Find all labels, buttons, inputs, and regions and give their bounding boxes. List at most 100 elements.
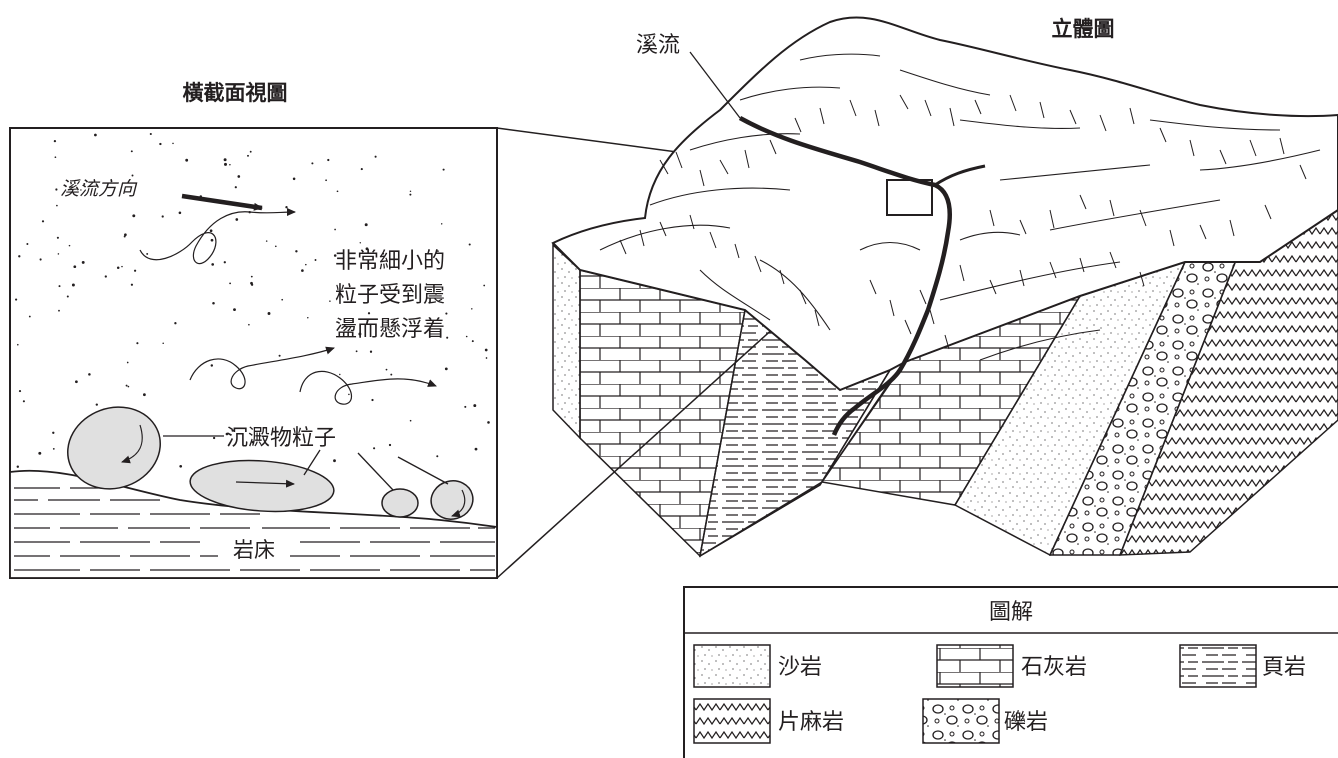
speckle [388,443,392,447]
legend: 圖解 沙岩 石灰岩 頁岩 片麻岩 礫岩 [683,586,1338,758]
speckle [314,259,317,261]
speckle [53,139,57,143]
speckle [127,385,130,388]
speckle [485,357,488,359]
speckle [237,175,241,178]
speckle [179,464,183,468]
speckle [231,429,234,432]
speckle [373,447,376,450]
legend-item-gneiss: 片麻岩 [693,698,844,744]
speckle [68,244,71,247]
stream-channel [738,116,953,436]
speckle [369,350,373,353]
speckle [116,266,120,270]
speckle [468,243,471,246]
speckle [22,400,25,403]
speckle [250,275,253,278]
speckle [83,183,86,185]
speckle [339,373,341,376]
speckle [334,228,336,231]
speckle [484,348,488,352]
block-diagram-title: 立體圖 [1052,17,1115,41]
water-speckles [15,132,490,468]
legend-item-shale: 頁岩 [1179,644,1306,688]
shale-swatch [1179,644,1257,688]
sediment-particles [67,406,474,520]
speckle [58,309,60,312]
speckle [234,186,237,189]
legend-item-limestone: 石灰岩 [936,644,1087,688]
speckle [172,142,174,145]
stream-tributary [934,164,986,187]
speckle [174,322,177,325]
speckle [446,336,449,339]
speckle [471,340,474,343]
flow-direction-label: 溪流方向 [60,178,138,200]
speckle [54,156,57,159]
speckle [355,350,358,353]
speckle [483,284,486,287]
suspended-text-line-3: 盪而懸浮着 [335,317,445,342]
legend-label-limestone: 石灰岩 [1021,655,1087,680]
speckle [365,247,369,251]
speckle [212,301,215,305]
speckle [130,283,134,286]
speckle [136,342,139,345]
cross-section-panel: 岩床 溪流方向 非常細小的 粒子受到震 盪而懸浮着 [9,127,498,579]
speckle [247,154,249,157]
suspended-text-line-2: 粒子受到震 [335,283,445,308]
speckle [325,179,327,182]
speckle [133,269,137,272]
speckle [212,436,216,440]
speckle [436,455,439,458]
speckle [487,421,490,424]
speckle [224,162,227,166]
speckle [333,254,337,257]
speckle [210,364,214,367]
speckle [267,312,271,315]
legend-label-sandstone: 沙岩 [778,655,822,680]
speckle [159,142,162,146]
speckle [440,223,443,225]
suspended-text-line-1: 非常細小的 [335,249,445,274]
speckle [233,308,236,312]
speckle [307,316,309,319]
speckle [58,285,61,288]
speckle [55,188,58,191]
speckle [465,335,468,338]
speckle [437,250,439,253]
speckle [382,252,385,255]
speckle [95,403,98,406]
speckle [146,252,149,255]
speckle [57,253,60,255]
cross-section-location-box [886,179,933,216]
speckle [125,384,128,387]
speckle [223,261,226,264]
speckle [18,390,22,393]
speckle [149,132,152,136]
speckle [367,287,370,291]
speckle [73,265,77,269]
speckle [185,158,189,162]
legend-label-shale: 頁岩 [1262,655,1306,680]
speckle [126,361,129,364]
speckle [18,255,21,258]
speckle [223,158,227,162]
speckle [278,354,281,357]
speckle [265,240,268,242]
legend-label-gneiss: 片麻岩 [778,710,844,735]
speckle [39,258,42,261]
terrain-hachures [599,53,1321,361]
gneiss-swatch [693,698,771,744]
speckle [210,238,214,242]
speckle [360,168,363,171]
conglomerate-swatch [922,698,1000,744]
particle-motion-arrows [121,424,466,518]
speckle [336,190,339,193]
speckle [94,133,97,137]
speckle [75,380,78,384]
speckle [348,393,350,396]
speckle [52,431,55,434]
speckle [249,150,252,153]
